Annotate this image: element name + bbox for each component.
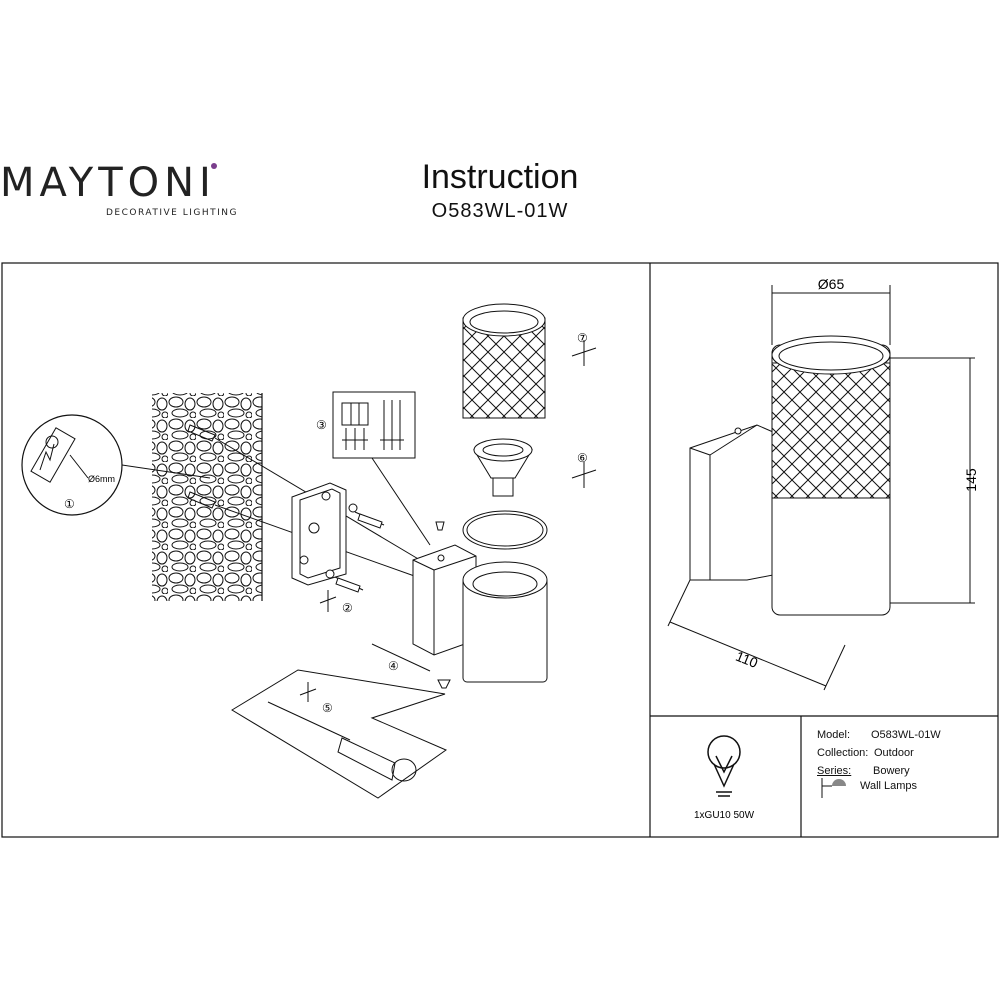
- step-5-label: ⑤: [322, 701, 333, 715]
- small-screw: [435, 521, 445, 531]
- outer-frame: [1, 262, 999, 838]
- spec-model-value: O583WL-01W: [871, 729, 941, 741]
- height-dimension: 145: [963, 468, 979, 492]
- step-4-label: ④: [388, 659, 399, 673]
- spec-type-value: Wall Lamps: [860, 780, 918, 792]
- spec-collection-label: Collection:: [817, 747, 869, 759]
- lamp-assembly: [412, 544, 548, 683]
- model-code: O583WL-01W: [431, 200, 569, 222]
- step-7-marker: ⑦: [571, 331, 597, 366]
- screws: [325, 503, 385, 593]
- gu10-bulb: [473, 438, 533, 497]
- tools-callout: ④ ⑤: [231, 643, 451, 799]
- bulb-spec: 1xGU10 50W: [694, 810, 755, 821]
- step-6-label: ⑥: [577, 451, 588, 465]
- mounting-plate: [291, 482, 347, 586]
- step-6-marker: ⑥: [571, 451, 597, 488]
- diameter-dimension: Ø65: [818, 276, 845, 292]
- spec-collection-value: Outdoor: [874, 747, 914, 759]
- brand-tagline: DECORATIVE LIGHTING: [106, 208, 238, 218]
- stone-wall: [152, 393, 263, 601]
- step-7-label: ⑦: [577, 331, 588, 345]
- terminal-callout: ③: [316, 391, 431, 546]
- light-bulb-icon: [707, 735, 741, 797]
- logo-accent-dot: [211, 163, 217, 169]
- step-2-label: ②: [342, 601, 353, 615]
- page-title: Instruction: [421, 158, 579, 196]
- drill-size-label: Ø6mm: [88, 474, 115, 484]
- spec-model-label: Model:: [817, 729, 851, 741]
- glass-shade: [462, 303, 546, 419]
- step-2-marker: ②: [319, 590, 353, 615]
- brand-name: MAYTONI: [0, 160, 216, 206]
- wall-lamp-icon: [821, 778, 846, 798]
- step-3-label: ③: [316, 418, 327, 432]
- spec-series-value: Bowery: [873, 765, 910, 777]
- brand-logo: MAYTONI: [0, 160, 230, 206]
- dimension-drawing: Ø65 145 110: [667, 276, 979, 691]
- step-1-label: ①: [64, 497, 75, 511]
- gasket-ring: [462, 510, 548, 550]
- drill-detail: Ø6mm ①: [21, 414, 211, 516]
- spec-series-label: Series:: [817, 765, 852, 777]
- depth-dimension: 110: [734, 648, 761, 671]
